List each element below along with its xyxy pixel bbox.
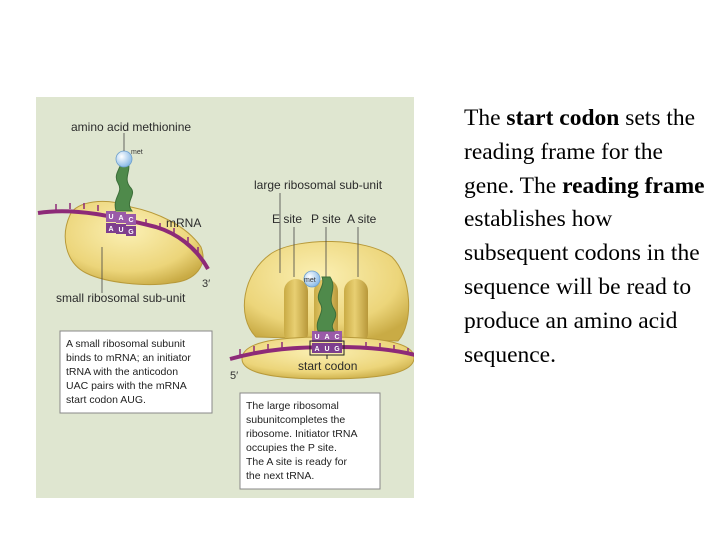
anticodon-base-right-1: U — [314, 334, 319, 341]
mrna-codon-right: A U G — [312, 343, 342, 353]
met-label-right: met — [304, 277, 316, 284]
amino-acid-label: amino acid methionine — [71, 120, 191, 134]
trna-left — [114, 158, 134, 212]
text-part-1: The — [464, 105, 507, 131]
caption-2-line-6: the next tRNA. — [246, 470, 314, 482]
explanation-text: The start codon sets the reading frame f… — [464, 102, 714, 372]
mrna-strand-left — [37, 209, 210, 270]
codon-base-left-2: U — [118, 227, 123, 234]
caption-1: A small ribosomal subunit binds to mRNA;… — [66, 338, 191, 406]
caption-2-line-4: occupies the P site. — [246, 442, 337, 454]
a-site-pillar — [344, 279, 368, 345]
mrna-label: mRNA — [166, 216, 201, 230]
mrna-ticks-left — [55, 203, 199, 253]
text-part-2: sets the reading frame for the gene. The — [464, 105, 696, 199]
caption-box-1 — [59, 330, 213, 414]
codon-base-right-2: U — [324, 346, 329, 353]
caption-2-line-5: The A site is ready for — [246, 456, 347, 468]
e-site-pillar — [284, 279, 308, 345]
anticodon-base-left-3: C — [128, 217, 133, 224]
five-prime-right: 5′ — [230, 370, 238, 382]
large-subunit-label: large ribosomal sub-unit — [254, 178, 383, 192]
caption-1-line-3: tRNA with the anticodon — [66, 366, 178, 378]
reading-frame-term: reading frame — [562, 172, 705, 199]
codon-base-left-3: G — [128, 229, 134, 236]
caption-2: The large ribosomal subunitcompletes the… — [246, 400, 357, 482]
trna-anticodon-left: U A C — [106, 211, 136, 225]
text-part-3: establishes how subsequent codons in the… — [464, 206, 700, 368]
start-codon-label: start codon — [298, 359, 357, 373]
three-prime-left: 3′ — [202, 278, 210, 290]
anticodon-base-right-2: A — [324, 334, 329, 341]
met-label-left: met — [131, 149, 143, 156]
mrna-codon-left: A U G — [106, 223, 136, 236]
anticodon-base-left-2: A — [118, 215, 123, 222]
mrna-ticks-right — [239, 342, 409, 355]
trna-anticodon-right: U A C — [312, 331, 342, 342]
caption-1-line-4: UAC pairs with the mRNA — [66, 380, 187, 392]
codon-base-right-1: A — [314, 346, 319, 353]
trna-right — [316, 276, 337, 332]
codon-base-right-3: G — [334, 346, 340, 353]
caption-1-line-5: start codon AUG. — [66, 394, 146, 406]
caption-1-line-1: A small ribosomal subunit — [66, 338, 185, 350]
anticodon-base-left-1: U — [108, 214, 113, 221]
caption-1-line-2: binds to mRNA; an initiator — [66, 352, 191, 364]
methionine-ball-right — [303, 270, 321, 288]
methionine-ball-left — [115, 150, 133, 168]
caption-2-line-1: The large ribosomal — [246, 400, 339, 412]
small-subunit-label: small ribosomal sub-unit — [56, 291, 186, 305]
anticodon-base-right-3: C — [334, 334, 339, 341]
e-site-label: E site — [272, 212, 302, 226]
ribosome-diagram: A U G U A C met amino acid methionine mR… — [36, 97, 414, 498]
caption-2-line-3: ribosome. Initiator tRNA — [246, 428, 357, 440]
codon-base-left-1: A — [108, 226, 113, 233]
start-codon-term: start codon — [506, 105, 620, 131]
caption-box-2 — [239, 392, 381, 490]
p-site-label: P site — [311, 212, 341, 226]
a-site-label: A site — [347, 212, 377, 226]
caption-2-line-2: subunitcompletes the — [246, 414, 345, 426]
